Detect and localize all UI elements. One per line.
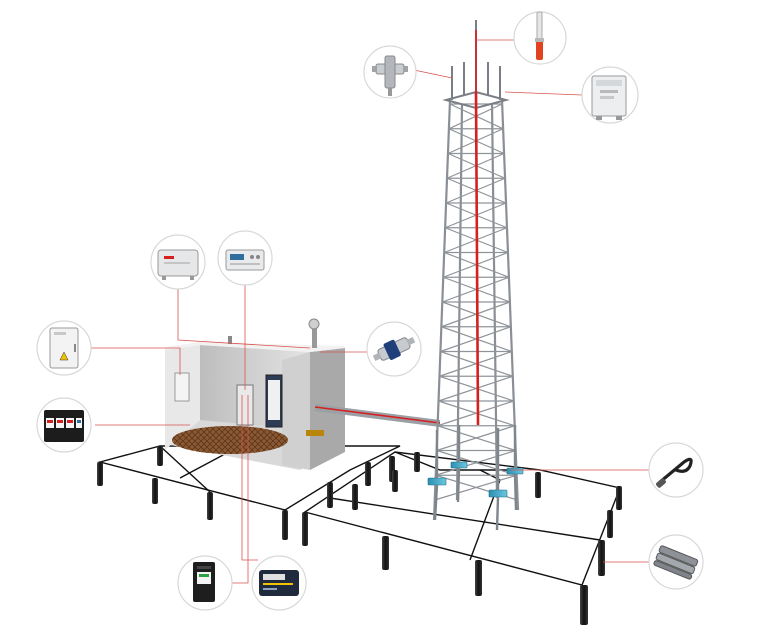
tower-diagonal-brace [437,400,514,427]
callout-lines [90,39,650,584]
cable-tray [314,404,441,427]
ground-rod [414,452,420,472]
wall-power-box [174,372,190,402]
ground-rod [607,510,613,538]
din-rail-spd-icon [193,562,215,602]
insulator-footing [488,489,508,498]
lightning-rod-air-terminal-icon [535,11,544,60]
ground-rod [535,472,541,498]
tower-lightning-monitor-box-icon [591,75,627,120]
equipment-rack [236,384,254,426]
tower-diagonal-brace [438,375,513,402]
tower-diagonal-brace [443,227,508,254]
tower-diagonal-brace [443,251,509,278]
distribution-cabinet-icon [49,327,79,369]
callout-ground-bar[interactable] [648,534,704,590]
callout-ground-electrode[interactable] [648,442,704,498]
tower-footings [427,461,524,498]
insulator-footing [450,461,468,469]
ground-rod [616,486,622,510]
signal-surge-protector-icon [372,336,416,362]
callout-power-box[interactable] [150,234,206,290]
power-distribution-box-icon [157,249,199,280]
ground-rod [598,540,605,576]
callout-signal-spd[interactable] [366,321,422,377]
equipment-rack-panel [268,380,280,420]
tower-diagonal-brace [436,425,515,452]
ground-rods [97,446,622,625]
callout-feeder-spd[interactable] [363,45,417,99]
roof-antenna [228,336,232,344]
tower-diagonal-brace [442,276,510,303]
surge-protector-modules-icon [44,410,84,442]
tower-legs-lower [433,425,518,531]
ground-rod [580,585,588,625]
grounding-terminal [306,430,324,436]
insulator-footing [506,467,524,475]
callout-spd-modules[interactable] [36,397,92,453]
ground-rod [207,492,213,520]
surge-protection-box-icon [259,570,299,596]
ground-rod [157,446,163,466]
room-ceiling-edge [165,342,345,352]
roof-antenna [312,324,317,348]
tower-diagonal-brace [434,474,517,501]
callout-control-unit[interactable] [217,230,273,286]
insulator-footing [427,477,447,486]
tower-diagonal-brace [441,301,511,328]
callout-air-terminal[interactable] [513,11,567,65]
ground-rod [392,470,398,492]
callout-tower-monitor[interactable] [581,66,639,124]
down-conductor [474,91,480,426]
callout-spd-box[interactable] [251,555,307,611]
roof-antenna-dome [308,318,320,330]
grounding-bar-icon [653,545,699,580]
ground-rod [302,512,308,546]
ground-rod [475,560,482,596]
tower-diagonal-brace [440,326,512,353]
ground-rod [97,462,103,486]
callout-dist-cabinet[interactable] [36,320,92,376]
ground-rod [352,484,358,510]
coaxial-feeder-surge-protector-icon [372,55,408,96]
ground-rod [327,482,333,508]
tower-diagonal-brace [435,449,516,476]
ground-grid-right [303,451,621,586]
grounding-electrode-icon [656,457,693,488]
tower-diagonal-brace [439,350,513,377]
equipment-room [165,318,345,470]
ground-rod [365,462,371,486]
ground-rod [152,478,158,504]
ground-rod [382,536,389,570]
grounding-mesh-floor-grid [172,426,288,454]
control-unit-device-icon [225,249,265,271]
ground-rod [282,510,288,540]
room-right-wall-face [282,352,310,470]
callout-din-spd[interactable] [177,555,233,611]
